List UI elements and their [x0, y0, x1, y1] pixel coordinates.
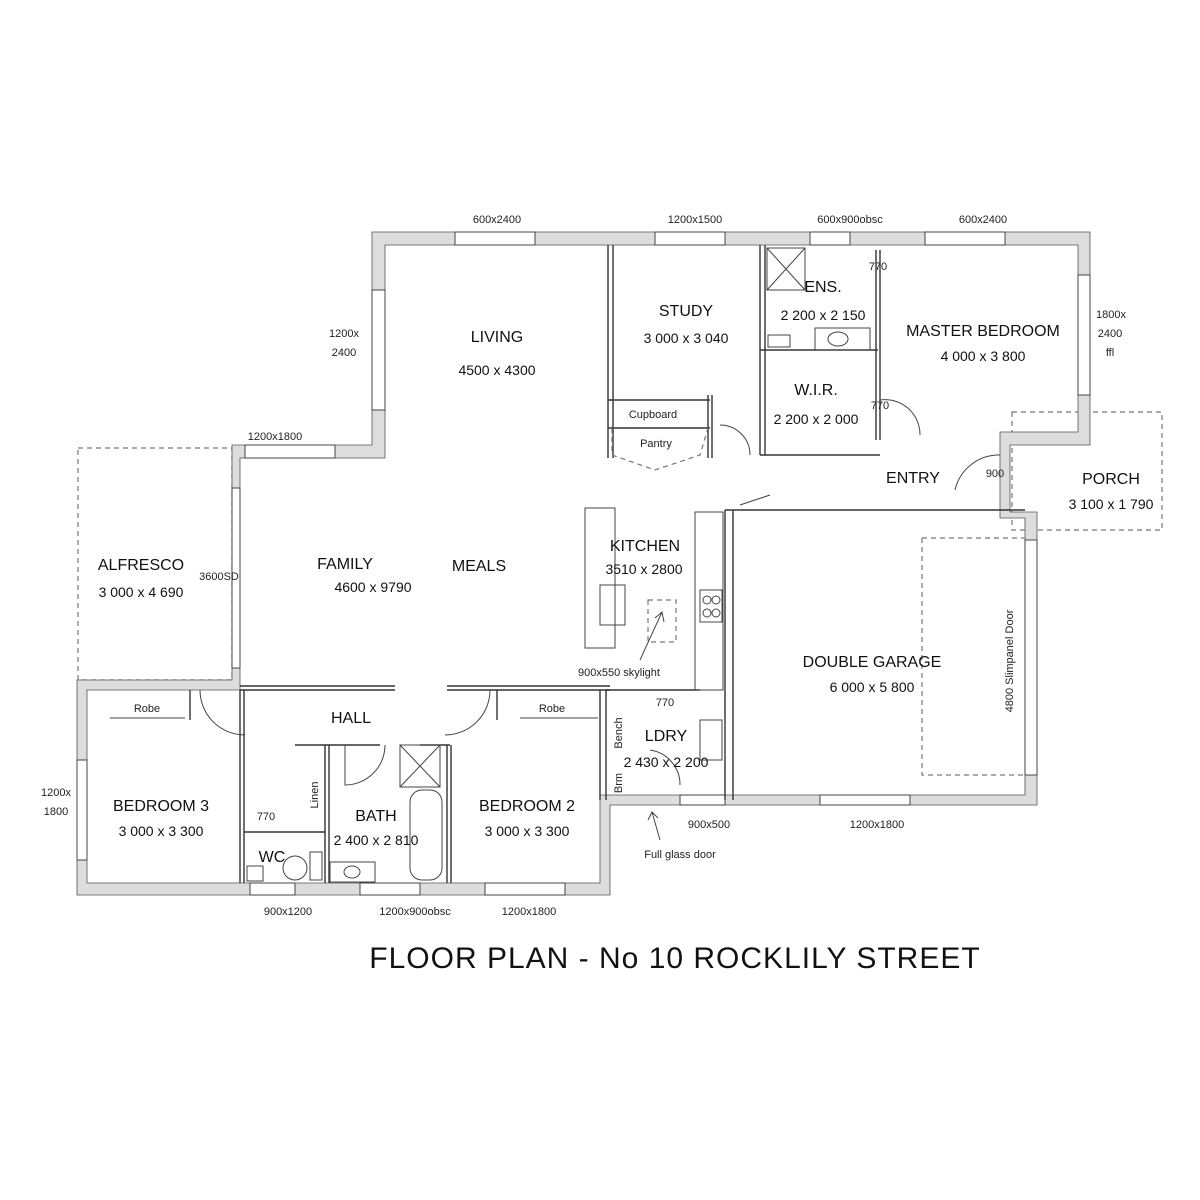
room-garage-size: 6 000 x 5 800	[830, 679, 915, 695]
fixture-labels: Cupboard Pantry Robe Robe Linen Bench Br…	[134, 409, 1016, 861]
room-kitchen-size: 3510 x 2800	[605, 561, 682, 577]
dim-window: 900x500	[688, 819, 730, 831]
room-bath-size: 2 400 x 2 810	[334, 832, 419, 848]
dim-window: 600x2400	[959, 214, 1007, 226]
room-bed2: BEDROOM 2	[479, 798, 575, 815]
dim-window: 2400	[332, 347, 356, 359]
room-bath: BATH	[355, 808, 396, 825]
dimension-labels: 600x2400 1200x1500 600x900obsc 600x2400 …	[41, 214, 1126, 918]
label-pantry: Pantry	[640, 438, 672, 450]
room-porch-size: 3 100 x 1 790	[1069, 496, 1154, 512]
room-wir: W.I.R.	[794, 382, 838, 399]
room-ldry-size: 2 430 x 2 200	[624, 754, 709, 770]
room-living-size: 4500 x 4300	[458, 362, 535, 378]
dim-window: 600x2400	[473, 214, 521, 226]
room-study: STUDY	[659, 303, 714, 320]
room-kitchen: KITCHEN	[610, 538, 680, 555]
dim-window: 1200x	[329, 328, 359, 340]
dim-window: 1200x1800	[850, 819, 904, 831]
label-linen: Linen	[309, 782, 321, 809]
label-robe-bed2: Robe	[539, 703, 565, 715]
label-bench: Bench	[613, 717, 625, 748]
label-garage-door: 4800 Slimpanel Door	[1004, 609, 1016, 712]
dim-window: 1200x	[41, 787, 71, 799]
dim-window: 600x900obsc	[817, 214, 883, 226]
label-brm: Brm	[613, 773, 625, 793]
room-ldry: LDRY	[645, 728, 688, 745]
skylight-arrow	[639, 611, 665, 661]
dim-window: ffl	[1106, 347, 1114, 359]
glass-door-arrow	[647, 811, 661, 841]
skylight-outline	[647, 599, 677, 643]
dim-window: 900x1200	[264, 906, 312, 918]
room-alfresco: ALFRESCO	[98, 557, 184, 574]
room-porch: PORCH	[1082, 471, 1140, 488]
room-study-size: 3 000 x 3 040	[644, 330, 729, 346]
garage-door-outline	[921, 537, 1025, 776]
fixtures	[110, 247, 1025, 883]
internal-walls	[189, 245, 1025, 883]
room-garage: DOUBLE GARAGE	[803, 654, 942, 671]
windows	[76, 231, 1091, 896]
dim-window: 1200x1800	[248, 431, 302, 443]
room-labels: LIVING 4500 x 4300 STUDY 3 000 x 3 040 E…	[98, 279, 1154, 866]
label-glass-door: Full glass door	[644, 849, 716, 861]
label-skylight: 900x550 skylight	[578, 667, 660, 679]
label-robe-bed3: Robe	[134, 703, 160, 715]
room-entry: ENTRY	[886, 470, 940, 487]
room-ensuite-size: 2 200 x 2 150	[781, 307, 866, 323]
room-living: LIVING	[471, 329, 523, 346]
label-cupboard: Cupboard	[629, 409, 677, 421]
room-master: MASTER BEDROOM	[906, 323, 1060, 340]
dim-window: 1200x1800	[502, 906, 556, 918]
room-ensuite: ENS.	[804, 279, 841, 296]
dim-door: 770	[869, 261, 887, 273]
dim-door: 770	[871, 400, 889, 412]
room-family-size: 4600 x 9790	[334, 579, 411, 595]
room-bed3: BEDROOM 3	[113, 798, 209, 815]
dim-window: 2400	[1098, 328, 1122, 340]
room-hall: HALL	[331, 710, 371, 727]
room-family: FAMILY	[317, 556, 373, 573]
room-wc: WC	[259, 849, 286, 866]
dim-window: 1800	[44, 806, 68, 818]
room-bed2-size: 3 000 x 3 300	[485, 823, 570, 839]
dim-door: 770	[257, 811, 275, 823]
plan-title: FLOOR PLAN - No 10 ROCKLILY STREET	[369, 942, 980, 975]
dim-window: 1800x	[1096, 309, 1126, 321]
room-meals: MEALS	[452, 558, 506, 575]
dim-door: 770	[656, 697, 674, 709]
dim-window: 1200x900obsc	[379, 906, 451, 918]
room-master-size: 4 000 x 3 800	[941, 348, 1026, 364]
dim-door: 900	[986, 468, 1004, 480]
dim-window: 3600SD	[199, 571, 239, 583]
door-swing	[199, 399, 1001, 786]
room-bed3-size: 3 000 x 3 300	[119, 823, 204, 839]
dim-window: 1200x1500	[668, 214, 722, 226]
room-alfresco-size: 3 000 x 4 690	[99, 584, 184, 600]
room-wir-size: 2 200 x 2 000	[774, 411, 859, 427]
